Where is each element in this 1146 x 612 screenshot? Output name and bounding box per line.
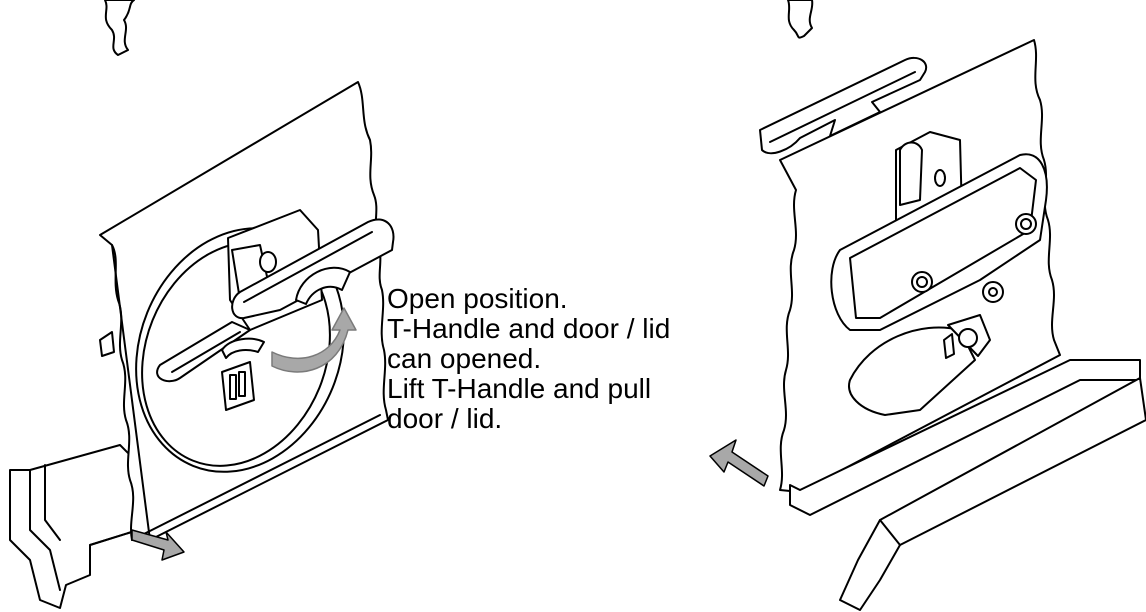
instruction-text: Open position. T-Handle and door / lid c…	[387, 284, 747, 434]
instruction-line-5: door / lid.	[387, 403, 503, 434]
instruction-line-3: can opened.	[387, 343, 542, 374]
right-latch-housing	[830, 153, 1048, 331]
right-pull-arrow	[709, 439, 769, 487]
left-t-handle	[231, 218, 395, 320]
instruction-line-1: Open position.	[387, 283, 568, 314]
rotate-arrow	[271, 307, 357, 373]
torn-fragment-top-left	[104, 0, 135, 56]
instruction-line-2: T-Handle and door / lid	[387, 313, 671, 344]
torn-fragment-top-right	[787, 0, 814, 39]
left-pull-arrow	[131, 529, 185, 561]
instruction-line-4: Lift T-Handle and pull	[387, 373, 652, 404]
